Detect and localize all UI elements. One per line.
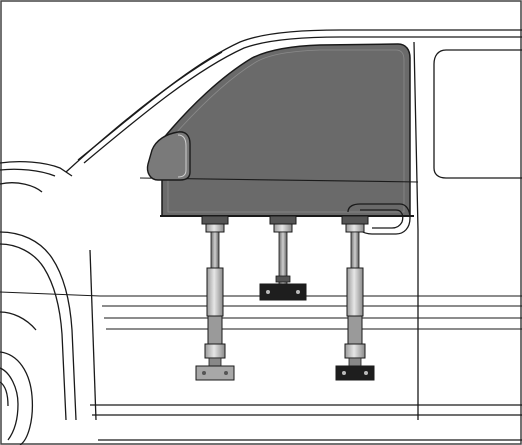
support-post-right	[341, 215, 369, 369]
wheel-arc	[0, 351, 34, 445]
mount-bracket-right	[335, 365, 375, 381]
support-post-left	[201, 215, 229, 369]
window-glass-icon	[160, 43, 414, 217]
mount-bracket-left	[195, 365, 235, 381]
side-mirror-icon	[146, 131, 191, 181]
door-handle-icon	[347, 203, 411, 235]
body-outline	[0, 29, 522, 441]
mount-bracket-center	[259, 283, 307, 301]
side-moldings	[0, 291, 522, 330]
support-post-center	[269, 215, 297, 291]
